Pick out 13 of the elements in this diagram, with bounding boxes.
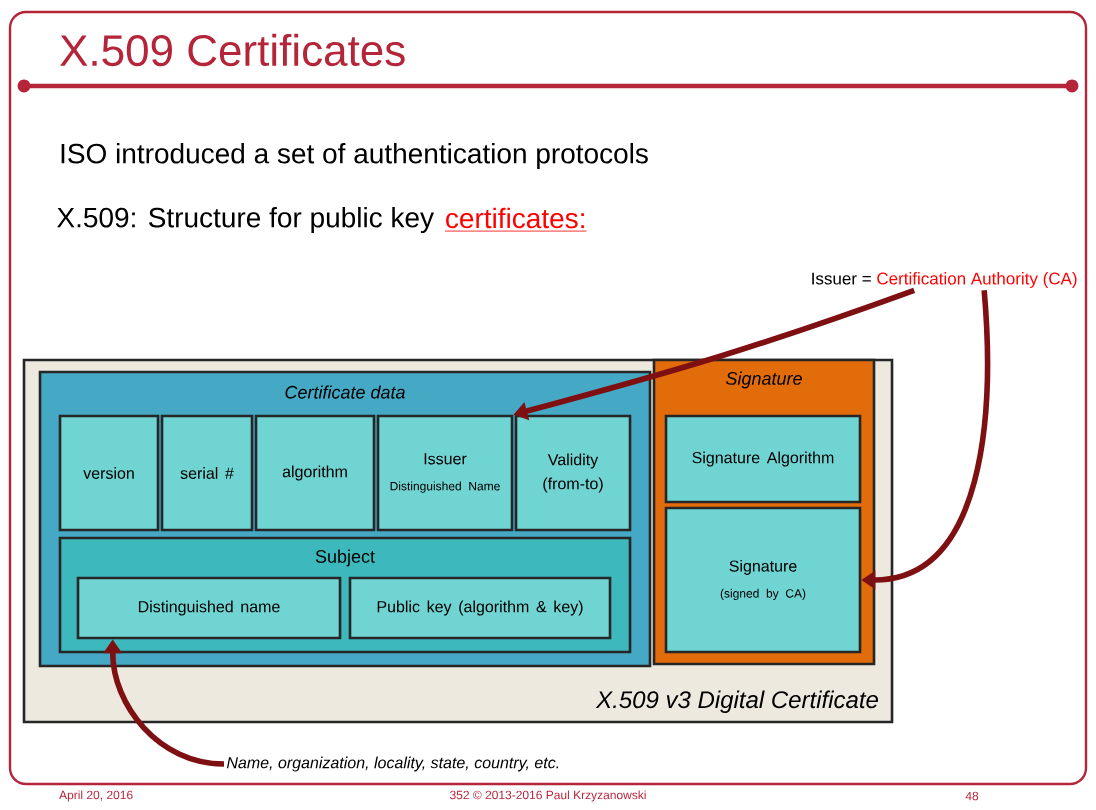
field-cell: version [58,414,160,532]
callout-text: Name, organization, locality, state, country, etc. [226,756,559,772]
title: X.509 Certificates [60,33,405,67]
text: ISO introduced a set of authentication protocols [61,142,648,170]
link: certificates: [444,207,587,232]
callout-text: Issuer = Certification Authority (CA) [812,272,1077,288]
field-cell: serial # [160,414,254,532]
field-cell: Signature Algorithm [664,414,862,504]
field-cell: algorithm [254,414,376,532]
field-cell: Public key (algorithm & key) [348,576,612,640]
field-cell: Distinguished name [76,576,342,640]
text: X.509: Structure for public key [57,206,434,234]
field-cell: Validity (from-to) [514,414,632,532]
